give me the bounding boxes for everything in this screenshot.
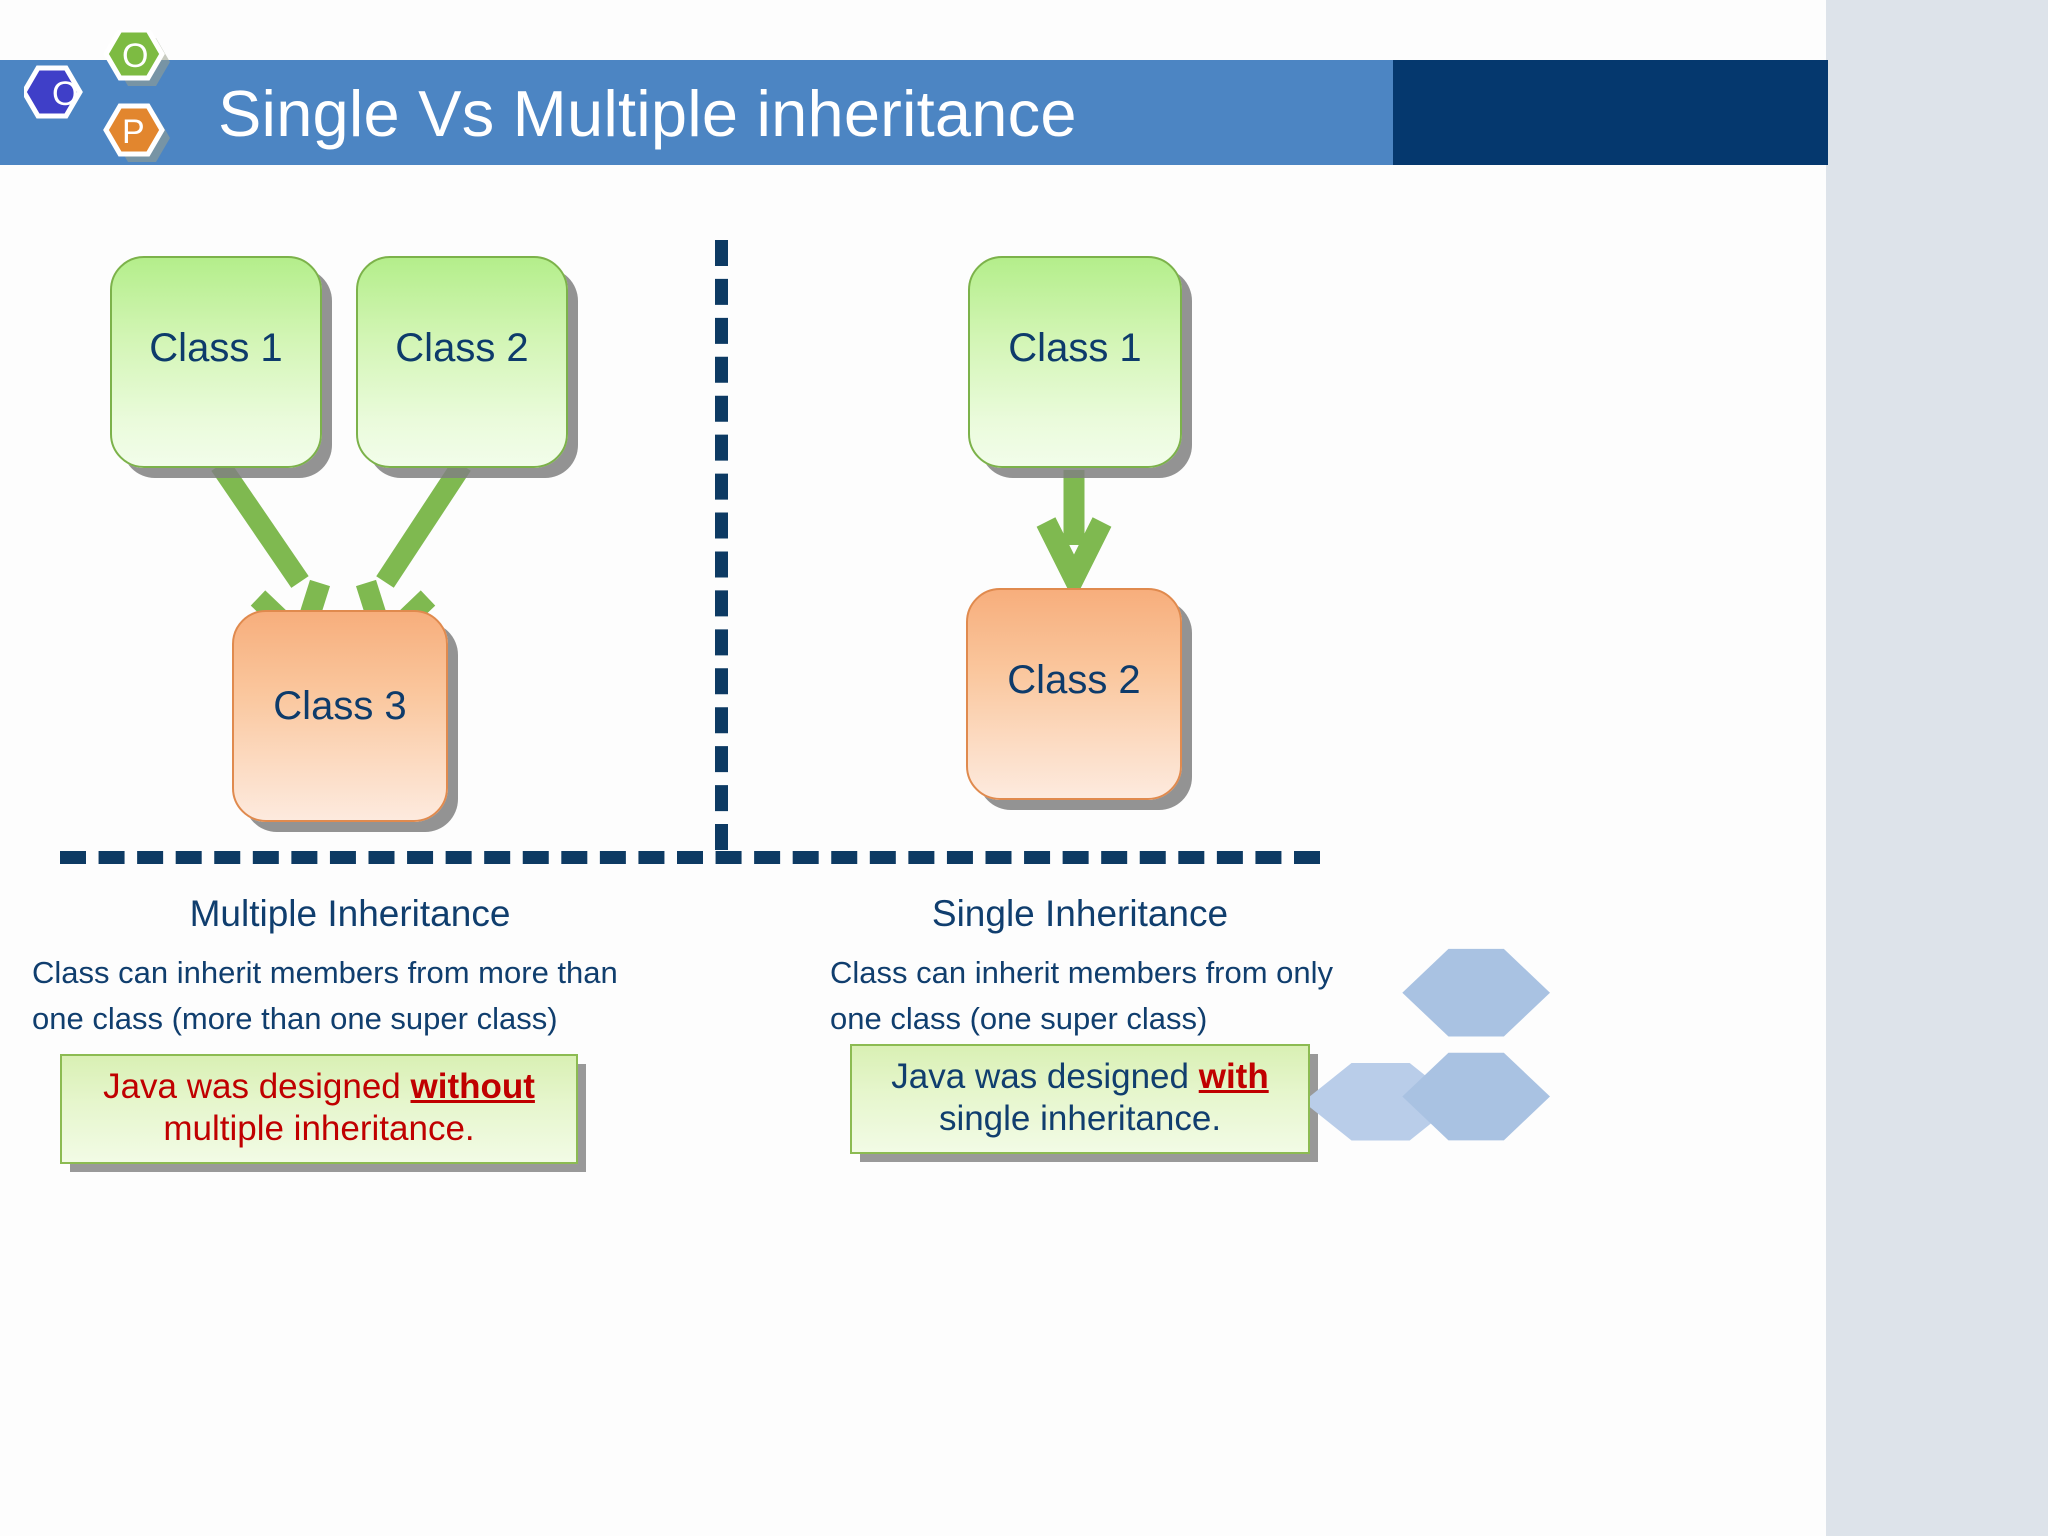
class-box-left-parent-1[interactable]: Class 1	[110, 256, 322, 468]
title-bar-light	[0, 60, 1393, 165]
horizontal-divider-dashed	[60, 851, 1320, 864]
class-box-label: Class 1	[149, 326, 283, 370]
caption-line: one class (one super class)	[830, 1001, 1208, 1036]
caption-body-single: Class can inherit members from only one …	[830, 950, 1340, 1042]
logo-letter-o-green: O	[122, 37, 148, 75]
caption-heading-multiple: Multiple Inheritance	[189, 893, 511, 934]
note-prefix: Java was designed	[103, 1067, 411, 1106]
note-suffix: single inheritance.	[938, 1099, 1222, 1138]
caption-line: Class can inherit members from only	[830, 955, 1334, 990]
class-box-label: Class 2	[395, 326, 529, 370]
class-box-right-child[interactable]: Class 2	[966, 588, 1182, 800]
caption-line: one class (more than one super class)	[32, 1001, 558, 1036]
note-emphasis: without	[410, 1067, 535, 1106]
class-box-left-child[interactable]: Class 3	[232, 610, 448, 822]
class-box-left-parent-2[interactable]: Class 2	[356, 256, 568, 468]
note-emphasis: with	[1198, 1057, 1269, 1096]
note-suffix: multiple inheritance.	[163, 1109, 475, 1148]
class-box-label: Class 2	[1007, 658, 1141, 702]
right-side-panel	[1826, 0, 2048, 1536]
caption-line: Class can inherit members from more than	[32, 955, 618, 990]
caption-body-multiple: Class can inherit members from more than…	[32, 950, 632, 1042]
class-box-label: Class 1	[1008, 326, 1142, 370]
class-box-label: Class 3	[273, 684, 407, 728]
page-title: Single Vs Multiple inheritance	[218, 77, 1077, 150]
note-callout-multiple: Java was designed without multiple inher…	[60, 1054, 578, 1164]
title-bar-dark	[1393, 60, 1828, 165]
note-callout-single: Java was designed with single inheritanc…	[850, 1044, 1310, 1154]
decorative-hexagons	[1310, 948, 1550, 1141]
vertical-divider-dashed	[715, 240, 728, 850]
logo-letter-o-blue: O	[52, 75, 78, 113]
oop-hexagon-logo: O O P	[24, 30, 184, 180]
logo-letter-p-orange: P	[122, 113, 145, 151]
note-prefix: Java was designed	[891, 1057, 1199, 1096]
caption-heading-single: Single Inheritance	[931, 893, 1229, 934]
class-box-right-parent-1[interactable]: Class 1	[968, 256, 1182, 468]
